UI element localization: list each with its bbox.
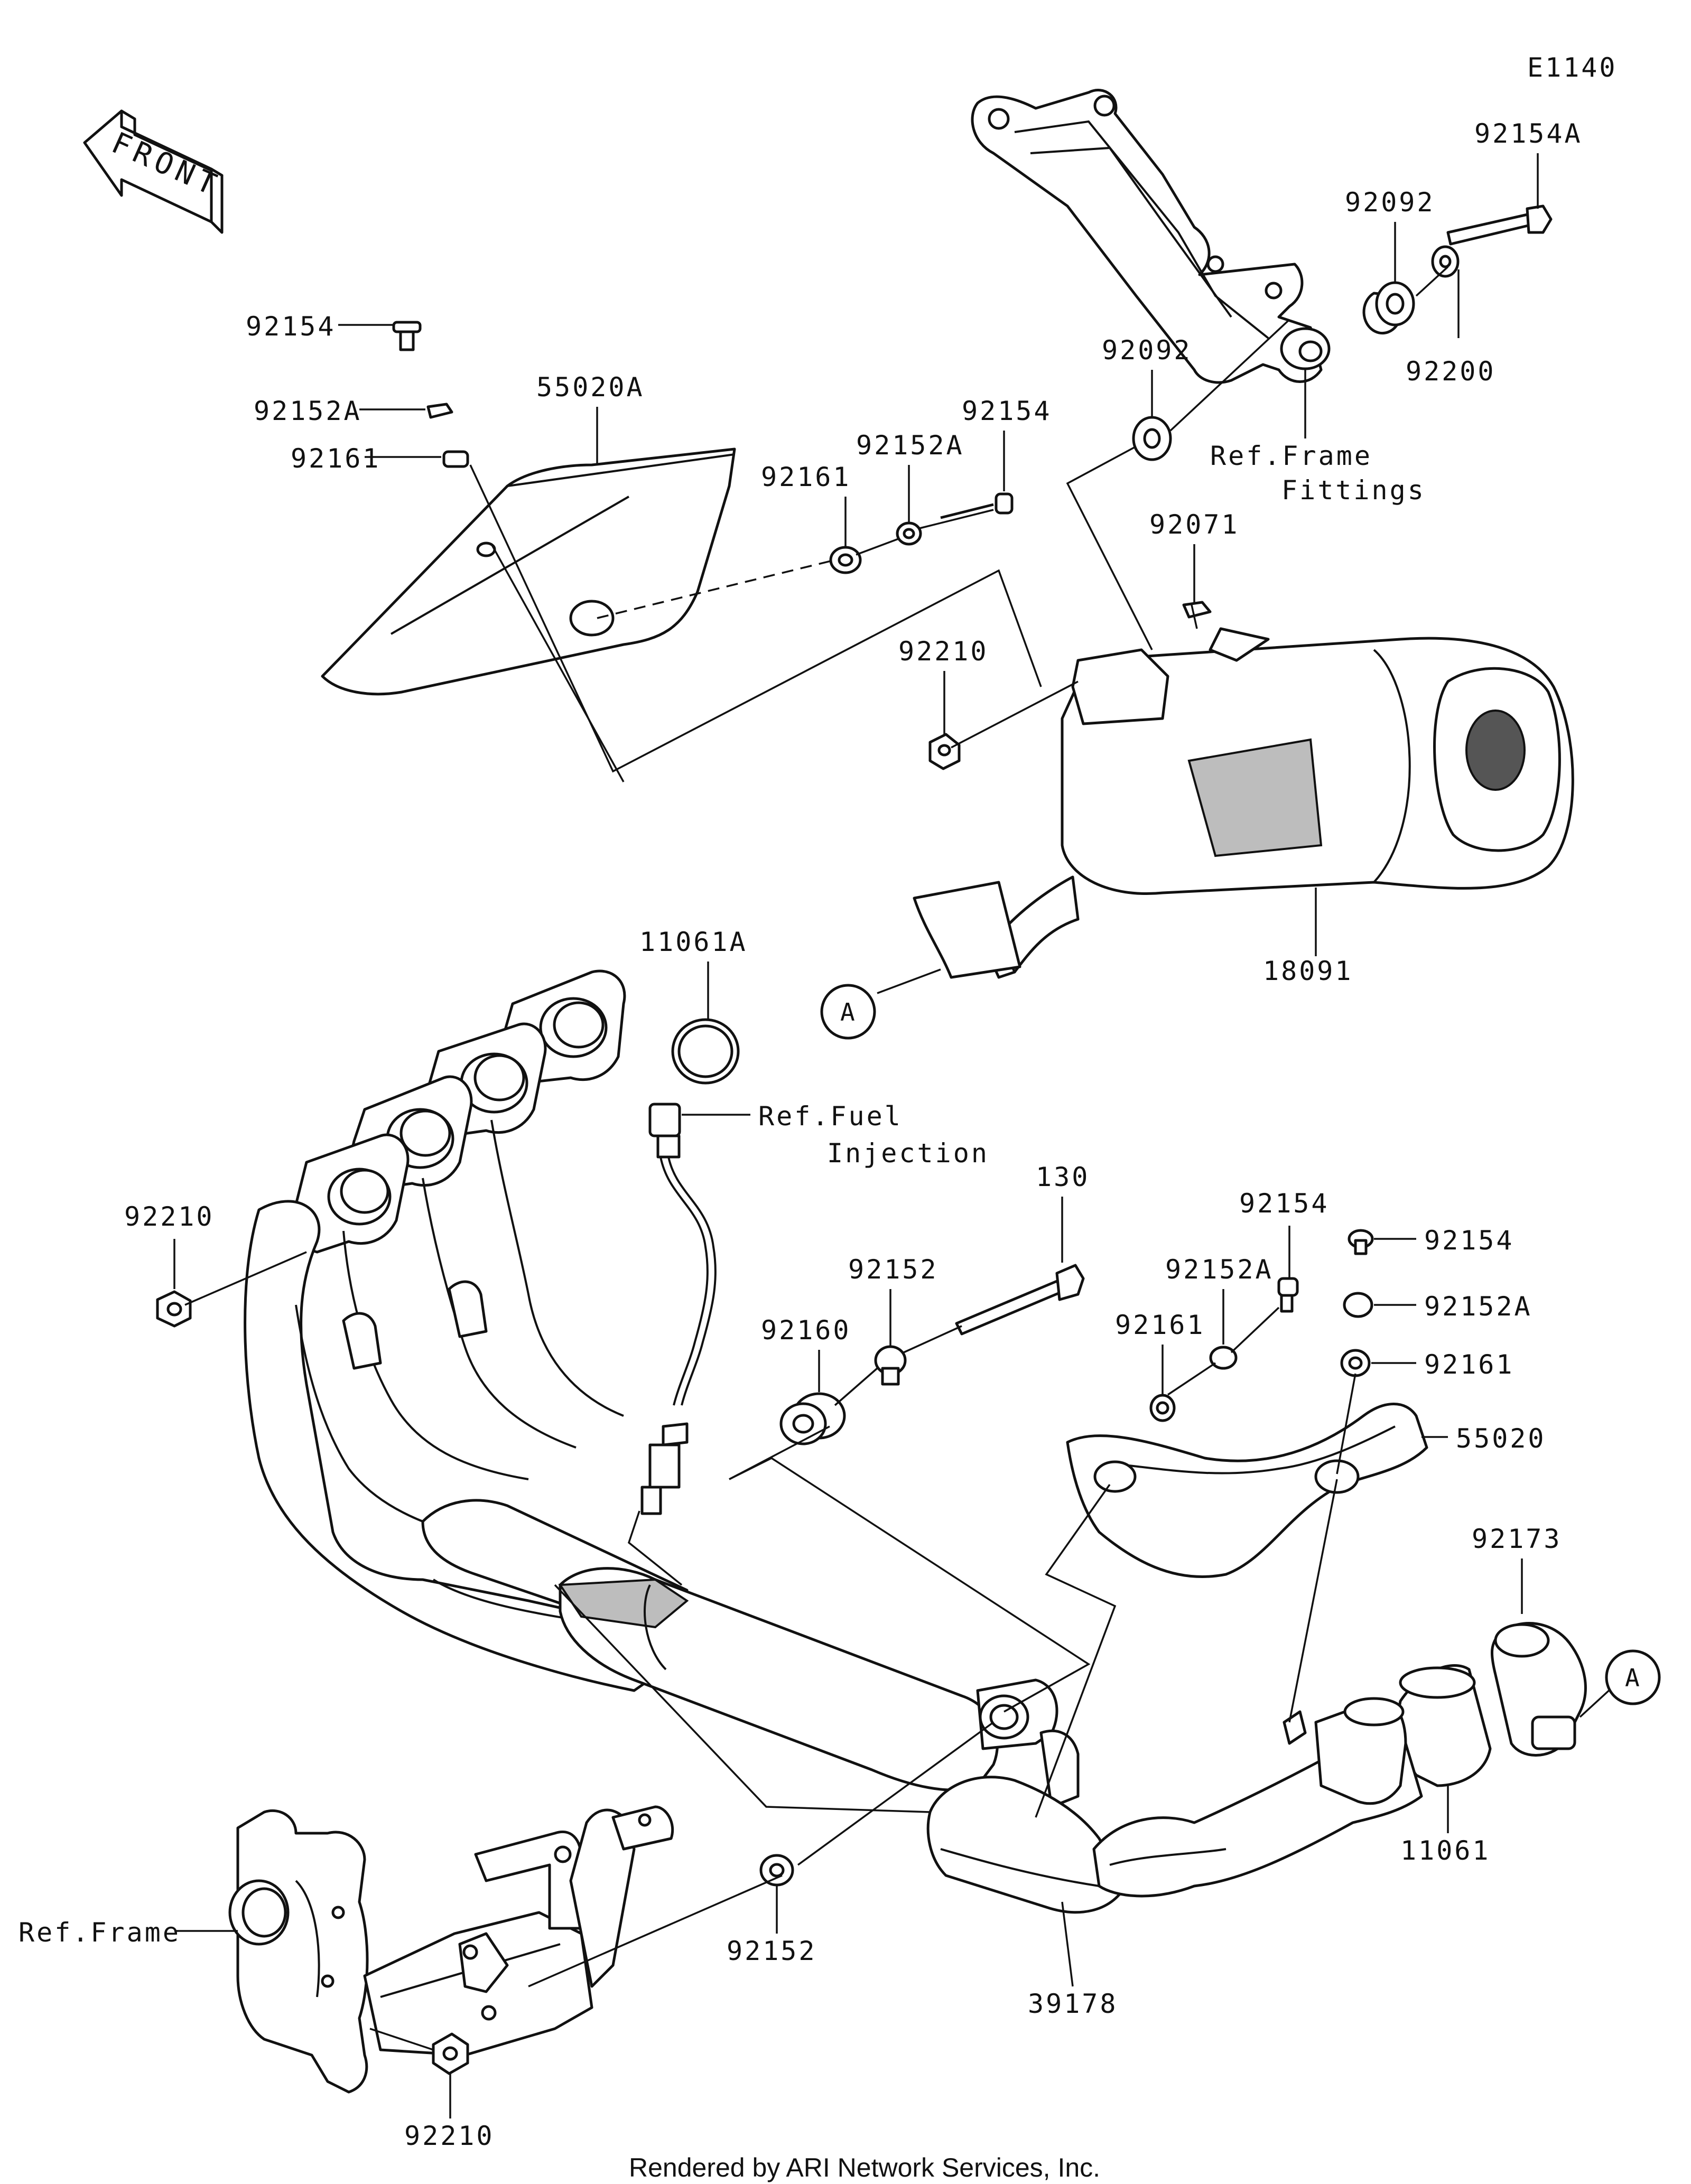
heat-cover-55020 xyxy=(1066,1403,1428,1578)
label-11061A: 11061A xyxy=(639,927,748,957)
part-labels: 92154A 92092 92200 92092 Ref.Frame Fitti… xyxy=(18,118,1583,2151)
grommet-92161-right xyxy=(1340,1349,1371,1377)
label-92200: 92200 xyxy=(1406,356,1496,387)
collar-92092-top xyxy=(1362,281,1415,335)
label-92154A: 92154A xyxy=(1474,118,1583,149)
leader-lines xyxy=(173,153,1613,2118)
label-92152A-left: 92152A xyxy=(254,396,362,426)
grommet-92161-low xyxy=(1149,1394,1176,1422)
grommet-92152A-left xyxy=(426,403,453,419)
label-92092-top: 92092 xyxy=(1345,187,1435,218)
label-92154-mid: 92154 xyxy=(962,396,1052,426)
label-92152A-low: 92152A xyxy=(1165,1254,1274,1285)
label-92152A-mid: 92152A xyxy=(856,430,964,461)
callout-a-lower: A xyxy=(1605,1649,1661,1705)
label-55020A: 55020A xyxy=(536,372,645,403)
clamp-92173 xyxy=(1490,1622,1587,1757)
label-92154-low: 92154 xyxy=(1239,1188,1330,1219)
label-92152-lower: 92152 xyxy=(727,1936,817,1966)
label-92154-right: 92154 xyxy=(1424,1225,1515,1256)
oxygen-sensor xyxy=(640,1103,717,1515)
label-92161-right: 92161 xyxy=(1424,1349,1515,1380)
diagram-code: E1140 xyxy=(1527,52,1618,83)
label-92161-mid: 92161 xyxy=(761,462,851,492)
label-92210-upper: 92210 xyxy=(898,636,989,667)
label-92173: 92173 xyxy=(1472,1524,1562,1554)
label-92210-bottom: 92210 xyxy=(404,2121,495,2151)
nut-92210-upper xyxy=(928,733,961,770)
label-18091: 18091 xyxy=(1263,956,1353,986)
footer-credit: Rendered by ARI Network Services, Inc. xyxy=(629,2153,1100,2182)
nut-92210-left xyxy=(156,1290,192,1328)
collar-92152-upper xyxy=(874,1345,907,1386)
grommet-92152A-low xyxy=(1209,1346,1238,1370)
label-55020: 55020 xyxy=(1456,1423,1546,1454)
nut-92210-bottom xyxy=(432,2032,469,2075)
label-92152A-right: 92152A xyxy=(1424,1291,1532,1322)
label-92160: 92160 xyxy=(761,1315,851,1346)
front-direction-arrow: FRONT xyxy=(83,109,226,234)
bolt-92154-low xyxy=(1277,1277,1299,1313)
svg-text:A: A xyxy=(1625,1664,1640,1692)
silencer-18091 xyxy=(913,627,1574,979)
gasket-11061 xyxy=(1397,1664,1492,1787)
grommet-92152A-mid xyxy=(896,521,922,546)
frame-fittings-bracket xyxy=(971,89,1331,384)
bolt-92154-mid xyxy=(940,492,1014,519)
grommet-92152A-right xyxy=(1343,1292,1373,1318)
label-92152-upper: 92152 xyxy=(848,1254,939,1285)
grommet-92161-mid xyxy=(829,546,862,574)
gasket-11061A xyxy=(671,1018,740,1085)
bolt-92154A xyxy=(1446,204,1553,246)
washer-92200 xyxy=(1431,245,1460,278)
collar-92152-lower xyxy=(759,1854,794,1887)
label-92092-mid: 92092 xyxy=(1102,335,1192,366)
label-92154-left: 92154 xyxy=(246,311,336,342)
label-92210-left: 92210 xyxy=(124,1201,215,1232)
label-92161-left: 92161 xyxy=(291,443,381,474)
label-ref-frame-fittings-1: Ref.Frame xyxy=(1210,441,1372,471)
grommet-92071 xyxy=(1182,601,1212,619)
collar-92092-mid xyxy=(1132,416,1172,461)
bolt-92154-right xyxy=(1348,1229,1374,1255)
callout-a-upper: A xyxy=(820,984,876,1040)
frame-reference xyxy=(228,1805,674,2094)
label-ref-fuel-1: Ref.Fuel xyxy=(758,1101,903,1132)
label-92071: 92071 xyxy=(1149,509,1240,540)
label-11061: 11061 xyxy=(1400,1835,1491,1866)
assembly-lines xyxy=(184,266,1449,2051)
heat-cover-55020A xyxy=(321,447,736,696)
label-130: 130 xyxy=(1036,1162,1090,1192)
label-ref-frame: Ref.Frame xyxy=(18,1917,181,1948)
svg-text:A: A xyxy=(840,998,855,1026)
label-ref-fuel-2: Injection xyxy=(827,1138,989,1169)
label-ref-frame-fittings-2: Fittings xyxy=(1281,475,1426,506)
label-39178: 39178 xyxy=(1028,1989,1118,2019)
bolt-92154-left xyxy=(392,321,422,351)
label-92161-low: 92161 xyxy=(1115,1310,1205,1340)
bolt-130 xyxy=(955,1264,1085,1336)
exhaust-pipe-assembly-39178 xyxy=(244,969,1423,1914)
grommet-92161-left xyxy=(442,450,469,468)
